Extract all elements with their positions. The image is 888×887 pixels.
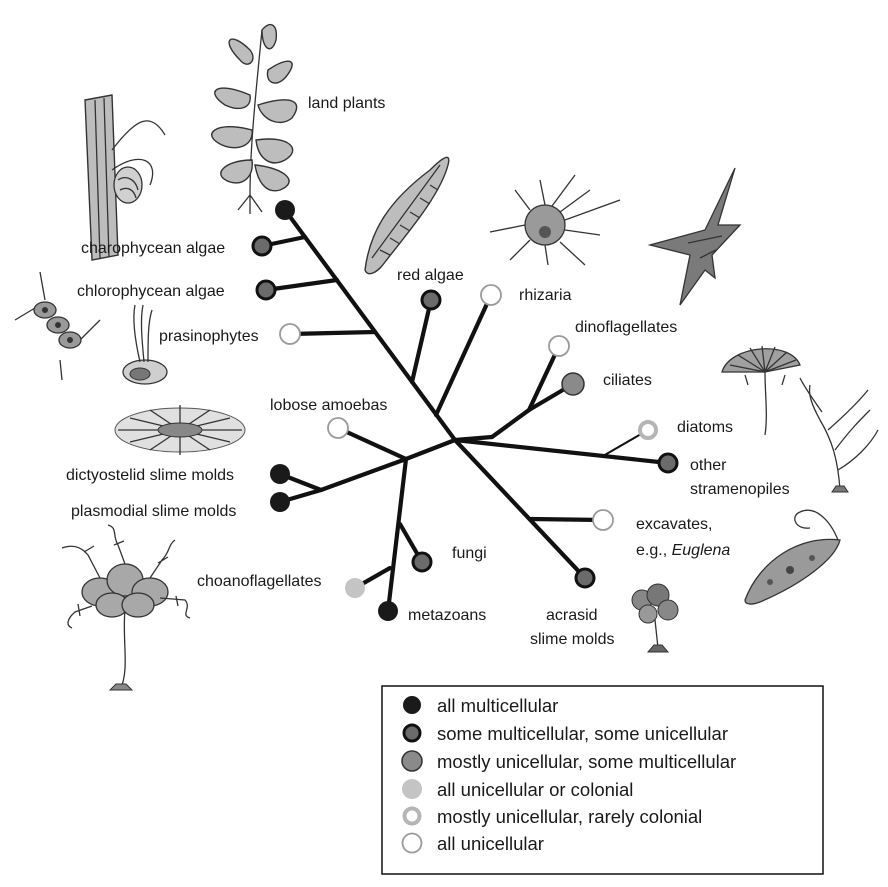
stramenopile-illustration [799,377,879,493]
node-fungi [411,551,433,573]
prasinophyte-illustration [122,304,168,385]
label-other-stramenopiles-line2: stramenopiles [690,481,790,498]
label-dinoflagellates: dinoflagellates [575,319,677,336]
legend-box [381,685,824,875]
label-acrasid-line2: slime molds [530,631,614,648]
legend-label-mostly-uni-rarely-colonial: mostly unicellular, rarely colonial [437,806,702,827]
label-lobose-amoebas: lobose amoebas [270,397,387,414]
legend-swatch-all-uni-or-colonial [402,779,422,799]
label-ciliates: ciliates [603,372,652,389]
label-plasmodial-slime-molds: plasmodial slime molds [71,503,236,520]
node-dictyostelid [270,464,290,484]
label-red-algae: red algae [397,267,464,284]
chlorophycean-illustration [14,271,101,381]
legend: all multicellular some multicellular, so… [381,685,824,875]
node-chlorophycean [255,279,277,301]
dinoflagellate-illustration [647,167,742,306]
legend-swatch-mostly-uni-some-multi [401,750,423,772]
land-plant-illustration [211,23,298,214]
node-dinoflagellates [548,335,570,357]
node-other-stramenopiles [657,452,679,474]
label-excavates-eg: e.g., [636,542,667,559]
red-alga-illustration [364,156,450,275]
node-diatoms [638,420,658,440]
label-dictyostelid-slime-molds: dictyostelid slime molds [66,467,234,484]
diatom-illustration [721,345,801,436]
tip-nodes [251,200,679,621]
label-prasinophytes: prasinophytes [159,328,259,345]
node-acrasid [574,567,596,589]
legend-label-all-unicellular: all unicellular [437,833,544,854]
label-other-stramenopiles-line1: other [690,457,727,474]
legend-label-all-multicellular: all multicellular [437,695,558,716]
node-lobose-amoebas [327,417,349,439]
label-metazoans: metazoans [408,607,486,624]
node-metazoans [378,601,398,621]
node-rhizaria [480,284,502,306]
legend-swatch-all-unicellular [401,832,423,854]
acrasid-illustration [631,583,679,653]
legend-swatch-all-multicellular [403,696,421,714]
node-land-plants [275,200,295,220]
dictyostelid-illustration [114,405,246,455]
label-excavates-euglena: Euglena [672,542,731,559]
legend-label-all-uni-or-colonial: all unicellular or colonial [437,779,633,800]
label-rhizaria: rhizaria [519,287,572,304]
legend-label-mostly-uni-some-multi: mostly unicellular, some multicellular [437,751,736,772]
label-chlorophycean-algae: chlorophycean algae [77,283,225,300]
node-charophycean [251,235,273,257]
node-choanoflagellates [345,578,365,598]
charophycean-illustration [84,94,166,261]
label-land-plants: land plants [308,95,385,112]
taxon-labels: land plants charophycean algae chlorophy… [66,95,790,648]
legend-swatch-mostly-uni-rarely-colonial [402,806,422,826]
node-red-algae [420,289,442,311]
node-prasinophytes [279,323,301,345]
euglena-illustration [744,509,841,605]
choanoflagellate-illustration [61,524,191,691]
label-choanoflagellates: choanoflagellates [197,573,322,590]
legend-label-some-multi-some-uni: some multicellular, some unicellular [437,723,728,744]
legend-swatch-some-multi-some-uni [402,723,422,743]
node-plasmodial [270,492,290,512]
label-charophycean-algae: charophycean algae [81,240,225,257]
tree-branches [259,207,671,614]
label-diatoms: diatoms [677,419,733,436]
label-excavates-line1: excavates, [636,516,712,533]
node-ciliates [561,372,585,396]
label-acrasid-line1: acrasid [546,607,598,624]
node-excavates [592,509,614,531]
label-fungi: fungi [452,545,487,562]
rhizaria-illustration [489,174,621,266]
label-excavates-line2: e.g., Euglena [636,542,730,559]
